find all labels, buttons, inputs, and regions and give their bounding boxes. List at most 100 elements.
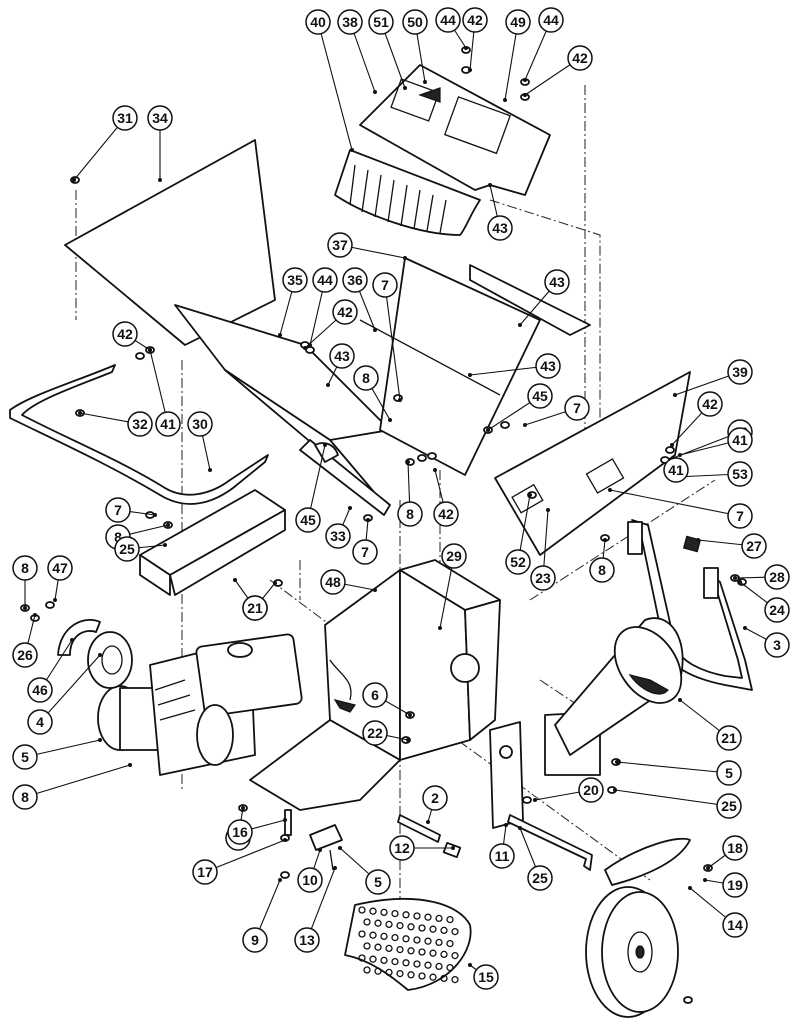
leader-tip (696, 538, 700, 542)
callout-10: 10 (297, 867, 323, 893)
callout-number: 27 (746, 538, 762, 554)
callout-number: 34 (152, 110, 168, 126)
callout-circle (112, 321, 138, 347)
leader-line-45 (307, 444, 326, 521)
screen-hole (358, 906, 366, 914)
callout-number: 42 (572, 50, 588, 66)
callout-circle (473, 964, 499, 990)
screen-hole (440, 974, 448, 983)
callout-41: 41 (727, 427, 753, 453)
callout-number: 48 (325, 574, 341, 590)
leader-tip (528, 493, 532, 497)
callout-number: 52 (510, 554, 526, 570)
leader-tip (423, 80, 427, 84)
discharge-chute-part (544, 617, 684, 776)
callout-circle (12, 555, 38, 581)
leader-tip (503, 98, 507, 102)
screen-hole (451, 951, 459, 960)
leader-tip (504, 823, 508, 827)
callout-number: 22 (367, 725, 383, 741)
screen-hole (407, 947, 415, 955)
leader-tip (523, 78, 527, 82)
leader-tip (518, 826, 522, 830)
leader-tip (703, 878, 707, 882)
callout-48: 48 (320, 569, 346, 595)
callout-circle (741, 533, 767, 559)
callout-circle (722, 912, 748, 938)
callout-circle (505, 549, 531, 575)
callout-circle (329, 343, 355, 369)
callout-9: 9 (242, 927, 268, 953)
leader-tip (673, 393, 677, 397)
callout-42: 42 (433, 501, 459, 527)
callout-circle (352, 539, 378, 565)
callout-number: 45 (300, 512, 316, 528)
screen-hole (385, 920, 393, 929)
callout-42: 42 (112, 321, 138, 347)
callout-circle (764, 632, 790, 658)
leader-tip (451, 846, 455, 850)
screen-hole (385, 944, 393, 953)
leader-tip (78, 411, 82, 415)
callout-2: 2 (422, 785, 448, 811)
callout-41: 41 (663, 457, 689, 483)
screen-hole (440, 926, 448, 935)
housing-part (249, 559, 501, 811)
callout-circle (295, 507, 321, 533)
leader-tip (153, 513, 157, 517)
bolt-nut (665, 446, 675, 454)
top-cover-part (359, 64, 551, 196)
callout-circle (47, 555, 73, 581)
leader-tip (338, 846, 342, 850)
bolt-nut (305, 346, 315, 354)
callout-number: 32 (132, 416, 148, 432)
callout-circle (353, 365, 379, 391)
callout-31: 31 (112, 105, 138, 131)
callout-circle (27, 709, 53, 735)
screen-hole (363, 942, 371, 950)
callout-number: 51 (373, 14, 389, 30)
screen-hole (407, 923, 415, 931)
callout-number: 8 (114, 529, 122, 545)
callout-number: 4 (36, 714, 44, 730)
callout-number: 35 (287, 272, 303, 288)
callout-circle (727, 461, 753, 487)
callout-number: 42 (117, 326, 133, 342)
callout-number: 16 (232, 824, 248, 840)
screen-hole (396, 969, 404, 978)
callout-8: 8 (353, 365, 379, 391)
leader-tip (608, 488, 612, 492)
screen-hole (391, 909, 399, 918)
wheel-part (585, 886, 679, 1018)
callout-number: 41 (160, 416, 176, 432)
leader-tip (533, 798, 537, 802)
leader-line-7 (384, 284, 401, 401)
leader-tip (166, 523, 170, 527)
callout-circle (362, 720, 388, 746)
callout-number: 8 (21, 789, 29, 805)
leader-tip (518, 323, 522, 327)
callout-7: 7 (372, 272, 398, 298)
callout-number: 7 (361, 544, 369, 560)
leader-line-5 (24, 739, 101, 758)
screen-hole (396, 945, 404, 954)
screen-hole (440, 950, 448, 959)
callout-circle (435, 7, 461, 33)
leader-tip (403, 86, 407, 90)
callout-34: 34 (147, 105, 173, 131)
callout-circle (727, 503, 753, 529)
callout-number: 10 (302, 872, 318, 888)
leader-tip (72, 178, 76, 182)
callout-circle (327, 232, 353, 258)
callout-circle (527, 865, 553, 891)
handle-bar-part (9, 364, 269, 505)
leader-tip (278, 333, 282, 337)
callout-number: 38 (342, 14, 358, 30)
screen-hole (402, 935, 410, 943)
leader-line-17 (204, 839, 286, 873)
callout-number: 11 (495, 848, 510, 864)
leader-tip (283, 838, 287, 842)
callout-number: 26 (17, 647, 33, 663)
screen-hole (363, 918, 371, 926)
callout-number: 46 (32, 682, 48, 698)
